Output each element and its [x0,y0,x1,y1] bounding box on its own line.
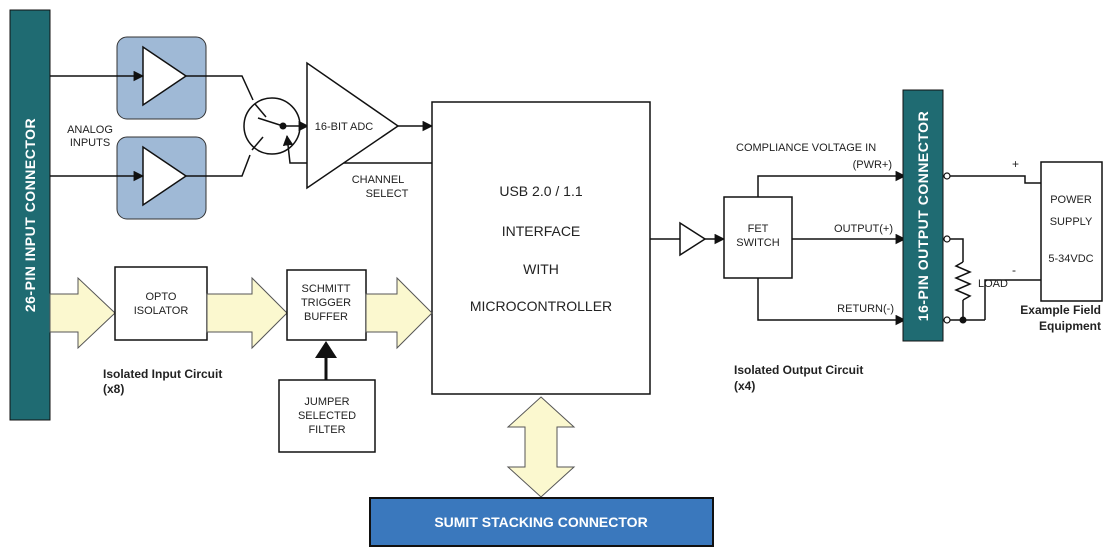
mux-wiper [257,117,284,127]
power-supply-label-2: SUPPLY [1050,216,1093,228]
output-label: OUTPUT(+) [834,223,893,235]
mux-throw-2 [251,136,264,151]
channel-select-label-1: CHANNEL [352,174,405,186]
fet-label-1: FET [748,223,769,235]
input-circuit-label-2: (x8) [103,382,124,396]
pwr-label: (PWR+) [853,159,892,171]
amp-1-output-line [186,75,254,101]
adc-triangle [306,61,400,190]
power-supply-label-1: POWER [1050,194,1092,206]
jumper-arrowhead [315,341,337,358]
pin-pwr [943,172,951,180]
opto-label-1: OPTO [146,291,177,303]
analog-inputs-label-1: ANALOG [67,124,113,136]
analog-inputs-label-2: INPUTS [70,137,110,149]
mcu-label-4: MICROCONTROLLER [470,298,612,314]
mcu-label-3: WITH [523,261,559,277]
channel-select-line [282,134,432,164]
mux-throw-1 [254,103,267,118]
junction-dot [959,316,967,324]
supply-minus-sign: - [1012,263,1016,277]
output-connector [902,89,944,342]
load-top-wire [950,238,964,262]
output-circuit-label-1: Isolated Output Circuit [734,363,863,377]
output-circuit-label-2: (x4) [734,379,755,393]
input-connector-label: 26-PIN INPUT CONNECTOR [22,118,38,312]
amp-2-output-line [186,154,251,177]
supply-plus-sign: + [1012,157,1019,171]
power-supply-label-3: 5-34VDC [1048,253,1093,265]
jumper-label-3: FILTER [308,424,345,436]
jumper-label-1: JUMPER [304,396,349,408]
load-resistor [954,261,972,301]
mcu-label-2: INTERFACE [502,223,581,239]
input-arrow-3 [365,276,433,350]
schmitt-label-2: TRIGGER [301,297,351,309]
schmitt-trigger-block [286,269,367,341]
opto-label-2: ISOLATOR [134,305,189,317]
jumper-filter-block [278,379,376,453]
output-buffer-triangle [679,221,707,257]
fet-switch-block [723,196,793,279]
fet-label-2: SWITCH [736,237,779,249]
pin-return [943,316,951,324]
field-equipment-label-2: Equipment [1039,319,1101,333]
return-line [757,278,907,326]
channel-select-label-2: SELECT [366,188,409,200]
pwr-line [757,170,907,197]
schmitt-label-1: SCHMITT [302,283,351,295]
schmitt-label-3: BUFFER [304,311,348,323]
power-supply-block [1040,161,1103,302]
microcontroller-block [431,101,651,395]
sumit-bidirectional-arrow [506,396,576,498]
opto-isolator-block [114,266,208,341]
jumper-label-2: SELECTED [298,410,356,422]
input-connector [9,9,51,421]
output-connector-label: 16-PIN OUTPUT CONNECTOR [915,111,931,321]
sumit-connector-label: SUMIT STACKING CONNECTOR [434,514,647,530]
supply-positive-wire [950,175,1041,184]
field-equipment-label-1: Example Field [1020,303,1101,317]
compliance-label: COMPLIANCE VOLTAGE IN [736,142,876,154]
input-arrow-1 [49,276,116,350]
supply-negative-wire [984,279,1041,320]
adc-label: 16-BIT ADC [315,121,374,133]
load-label: LOAD [978,278,1008,290]
input-circuit-label-1: Isolated Input Circuit [103,367,222,381]
input-arrow-2 [206,276,288,350]
mcu-label-1: USB 2.0 / 1.1 [499,183,582,199]
sumit-connector [369,497,714,547]
return-label: RETURN(-) [837,303,894,315]
pin-output [943,235,951,243]
